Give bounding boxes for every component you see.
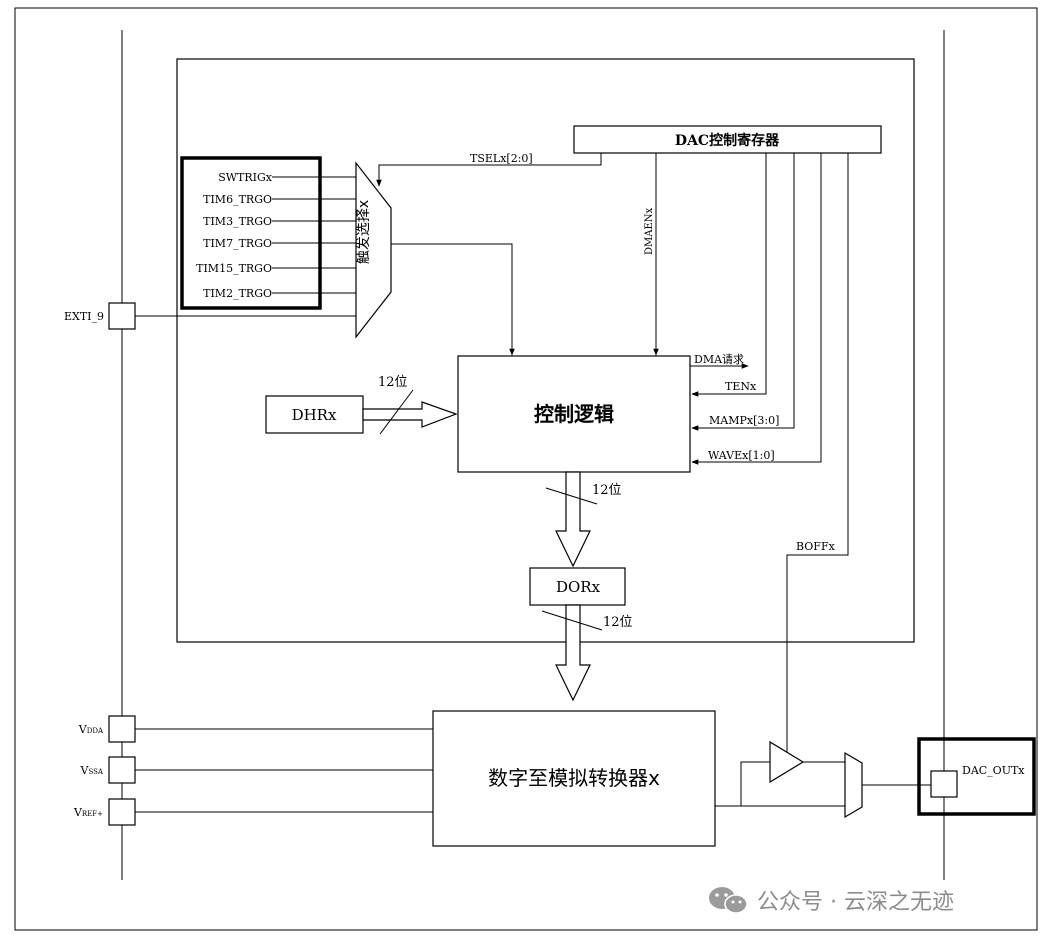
dac-out-box: [917, 737, 1036, 816]
trigger-inputs: SWTRIGx TIM6_TRGO TIM3_TRGO TIM7_TRGO TI…: [196, 171, 356, 300]
trigger-mux: [355, 161, 392, 339]
boff-line: [786, 153, 849, 752]
logic-dor-bus-width: 12位: [592, 483, 622, 498]
exti-label: EXTI_9: [64, 310, 104, 323]
exti-pin: [108, 302, 136, 330]
dac-out-pin: [930, 770, 958, 798]
dac-converter-block: [432, 710, 716, 847]
dac-out-label: DAC_OUTx: [962, 764, 1025, 777]
trigger-input-tim3: TIM3_TRGO: [203, 215, 272, 228]
output-switch-mux: [844, 751, 863, 819]
vdda-label: VDDA: [78, 723, 104, 736]
dhr-bus-slash: [379, 389, 414, 435]
output-buffer: [769, 740, 805, 784]
wave-line: [691, 153, 822, 465]
control-logic-label: 控制逻辑: [534, 402, 614, 426]
ten-label: TENx: [725, 380, 757, 393]
trigger-input-tim7: TIM7_TRGO: [203, 237, 272, 250]
dor-dac-bus-slash: [541, 610, 603, 631]
mux-output-line: [391, 243, 515, 356]
dhr-bus-arrow: [362, 401, 458, 428]
trigger-input-swtrig: SWTRIGx: [218, 171, 273, 184]
dma-request-label: DMA请求: [694, 353, 744, 366]
ten-line: [691, 153, 767, 397]
wechat-icon: [709, 887, 748, 914]
mamp-label: MAMPx[3:0]: [709, 414, 779, 427]
buffer-input-line: [740, 761, 770, 806]
dhr-label: DHRx: [292, 406, 337, 424]
logic-dor-bus-slash: [545, 487, 598, 505]
dor-dac-bus-width: 12位: [603, 615, 633, 630]
vref-label: VREF+: [73, 806, 103, 819]
watermark: 公众号 · 云深之无迹: [709, 887, 954, 915]
dhr-bus-width: 12位: [378, 375, 408, 390]
trigger-sources-box: [180, 156, 322, 310]
vdda-pin: [108, 715, 136, 743]
tsel-label: TSELx[2:0]: [470, 152, 533, 165]
trigger-input-tim6: TIM6_TRGO: [203, 193, 272, 206]
trigger-mux-label: 触发选择x: [356, 200, 372, 264]
dor-dac-bus-arrow: [555, 604, 591, 702]
dhr-block: [265, 395, 364, 434]
peripheral-boundary: [176, 58, 915, 643]
wave-label: WAVEx[1:0]: [708, 449, 775, 462]
vssa-pin: [108, 756, 136, 784]
watermark-text: 公众号 · 云深之无迹: [757, 890, 954, 915]
boff-label: BOFFx: [796, 540, 836, 553]
outer-frame: [14, 7, 1038, 931]
logic-dor-bus-arrow: [555, 471, 591, 568]
trigger-input-tim2: TIM2_TRGO: [203, 287, 272, 300]
mamp-line: [691, 153, 795, 431]
vssa-label: VSSA: [80, 764, 104, 777]
dac-control-register-label: DAC控制寄存器: [675, 132, 780, 149]
dmaen-label: DMAENx: [644, 207, 655, 255]
dac-control-register: [573, 125, 882, 154]
vref-pin: [108, 798, 136, 826]
tsel-line: [376, 153, 602, 187]
dor-label: DORx: [556, 578, 601, 596]
dac-converter-label: 数字至模拟转换器x: [488, 766, 660, 790]
trigger-input-tim15: TIM15_TRGO: [196, 262, 272, 275]
